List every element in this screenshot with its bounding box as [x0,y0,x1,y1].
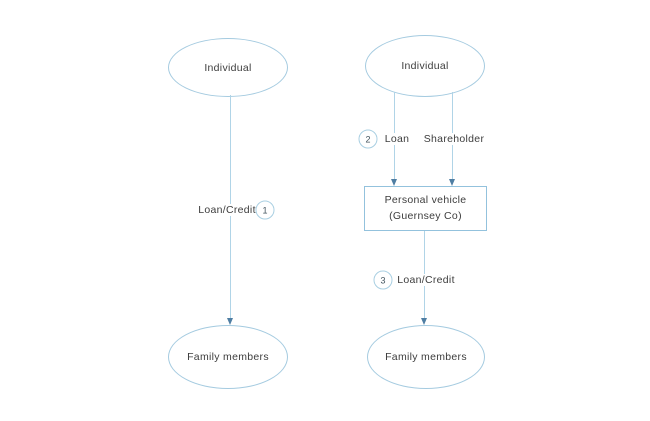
left-individual-node: Individual [168,38,288,97]
left-arrow-down-icon [227,318,233,325]
step-2-badge: 2 [358,129,378,149]
personal-vehicle-label-line1: Personal vehicle [384,193,467,206]
left-family-members-node: Family members [168,325,288,389]
left-family-members-label: Family members [187,351,269,363]
right-individual-label: Individual [401,60,449,72]
left-individual-label: Individual [204,61,252,74]
right-loan-arrow-down-icon [391,179,397,186]
right-individual-node: Individual [365,35,485,97]
personal-vehicle-label-line2: (Guernsey Co) [389,209,462,222]
left-loan-credit-edge-label: Loan/Credit [195,204,259,216]
step-3-badge: 3 [373,270,393,290]
right-loan-edge-label: Loan [381,133,413,145]
right-shareholder-edge-label: Shareholder [420,133,488,145]
personal-vehicle-node: Personal vehicle (Guernsey Co) [364,186,487,231]
step-1-badge: 1 [255,200,275,220]
right-loan-credit-arrow-down-icon [421,318,427,325]
right-shareholder-arrow-down-icon [449,179,455,186]
right-family-members-node: Family members [367,325,485,389]
right-loan-credit-edge-label: Loan/Credit [394,274,458,286]
right-family-members-label: Family members [385,351,467,363]
